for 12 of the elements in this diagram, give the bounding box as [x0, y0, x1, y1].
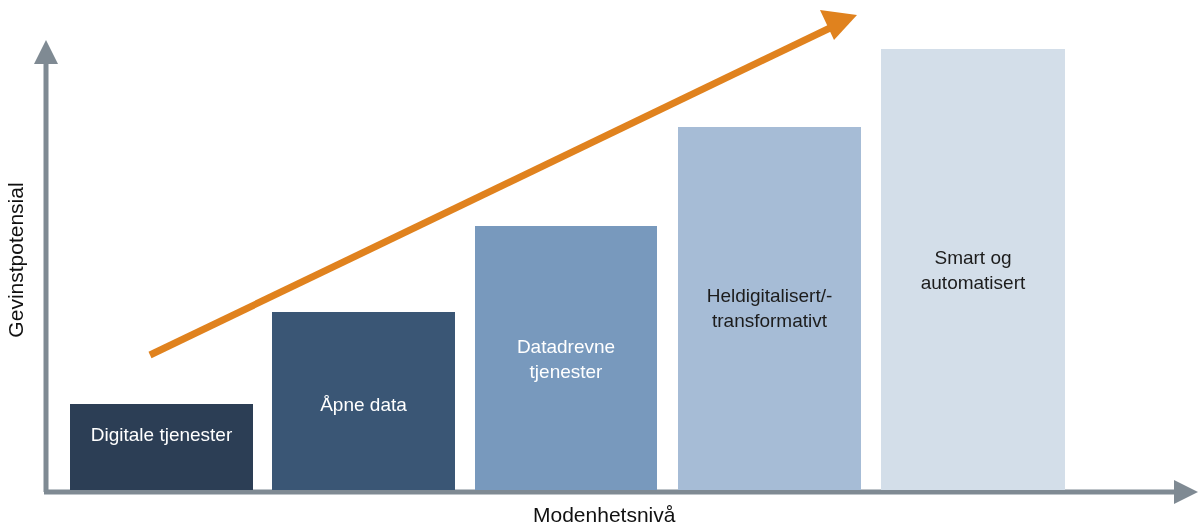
bar-label: Datadrevne tjenester	[515, 335, 617, 384]
bar-label: Åpne data	[320, 393, 407, 417]
level-bar	[678, 127, 861, 490]
level-bar	[70, 404, 253, 490]
level-bar	[475, 226, 657, 490]
axis-title: Gevinstpotensial	[3, 182, 28, 338]
bar-label: Smart og automatisert	[919, 246, 1027, 295]
bar-label: Heldigitalisert/-transformativt	[705, 284, 834, 333]
bar-label: Digitale tjenester	[90, 423, 233, 447]
axis-title: Modenhetsnivå	[533, 503, 676, 527]
level-bar	[881, 49, 1065, 490]
level-bar	[272, 312, 455, 490]
